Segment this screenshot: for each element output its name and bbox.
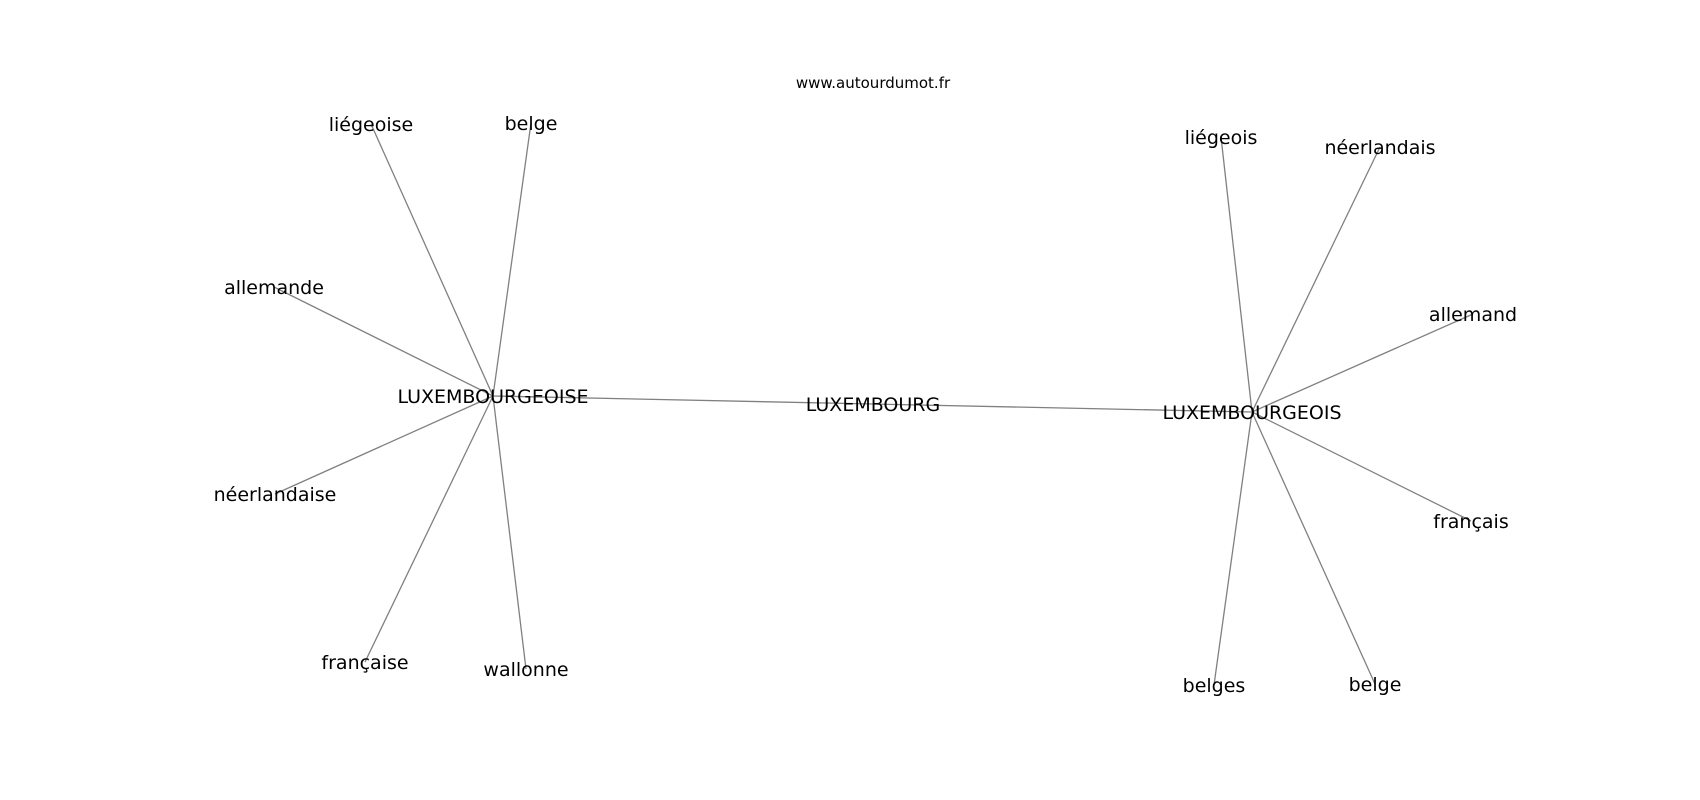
edge-luxembourgeoise-neerlandaise	[274, 395, 494, 495]
node-wallonne: wallonne	[483, 659, 568, 681]
graph-edges	[273, 122, 1474, 686]
edge-luxembourgeois-liegeois	[1220, 136, 1253, 413]
edge-luxembourg-luxembourgeois	[872, 403, 1253, 413]
node-luxembourgeois: LUXEMBOURGEOIS	[1162, 402, 1341, 424]
edge-luxembourgeoise-allemande	[273, 286, 494, 397]
node-neerlandaise: néerlandaise	[214, 484, 337, 506]
edge-luxembourgeoise-wallonne	[492, 395, 527, 670]
node-allemande: allemande	[224, 277, 324, 299]
node-belges: belges	[1183, 675, 1246, 697]
node-francais: français	[1433, 511, 1508, 533]
node-liegeoise: liégeoise	[329, 114, 414, 136]
edge-luxembourgeois-francais	[1251, 411, 1472, 522]
node-luxembourgeoise: LUXEMBOURGEOISE	[397, 386, 588, 408]
graph-nodes: LUXEMBOURG LUXEMBOURGEOISE LUXEMBOURGEOIS l…	[214, 113, 1517, 697]
edge-luxembourgeois-allemand	[1251, 313, 1474, 413]
node-allemand: allemand	[1429, 304, 1517, 326]
node-francaise: française	[321, 652, 408, 674]
node-neerlandais: néerlandais	[1324, 137, 1435, 159]
edge-luxembourgeois-belges	[1213, 411, 1253, 686]
edge-luxembourgeoise-belge-f	[492, 122, 532, 397]
node-belge-f: belge	[505, 113, 558, 135]
source-watermark: www.autourdumot.fr	[796, 74, 951, 92]
node-luxembourg: LUXEMBOURG	[806, 394, 940, 416]
edge-luxembourgeois-neerlandais	[1251, 146, 1381, 413]
edge-luxembourgeoise-francaise	[364, 395, 494, 663]
node-liegeois: liégeois	[1185, 127, 1258, 149]
edge-luxembourgeoise-liegeoise	[370, 123, 494, 397]
edge-luxembourgeoise-luxembourg	[492, 395, 874, 405]
edge-luxembourgeois-belge-m	[1251, 411, 1376, 685]
node-belge-m: belge	[1349, 674, 1402, 696]
